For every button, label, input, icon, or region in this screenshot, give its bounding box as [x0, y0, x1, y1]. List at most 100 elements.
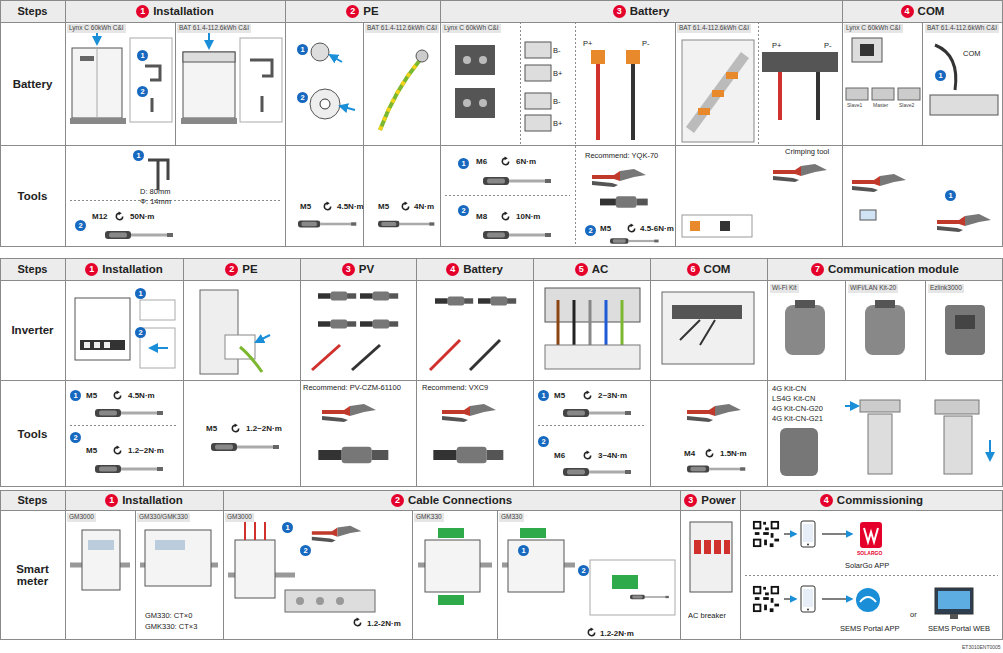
label-text: or — [910, 611, 917, 619]
callout-number: 2 — [538, 436, 549, 447]
step-title: Tools — [18, 190, 48, 202]
step-title: Installation — [153, 5, 214, 17]
label-text: 4G Kit-CN-G21 — [772, 415, 823, 423]
meter-steps-use — [312, 526, 362, 543]
inverter-steps-path — [240, 347, 262, 372]
inverter-steps-line — [621, 300, 624, 345]
inverter-steps-rect — [662, 292, 754, 364]
meter-steps-circle — [856, 588, 880, 612]
step-header: 3Battery — [440, 0, 842, 22]
model-tag: Lynx C 60kWh C&I — [844, 24, 903, 33]
inverter-steps-use — [318, 319, 356, 328]
battery-installation-rect — [70, 118, 126, 124]
inverter-steps-rect — [75, 298, 130, 360]
battery-tools-use — [298, 221, 356, 228]
battery-cables-rect — [698, 108, 710, 115]
meter-steps-rect — [82, 530, 120, 590]
label-text: M8 — [476, 213, 487, 221]
label-text: COM — [963, 50, 981, 58]
step-number: 2 — [225, 263, 238, 276]
inverter-steps-line — [589, 300, 592, 345]
step-title: Tools — [18, 428, 48, 440]
table-grid-g-line — [65, 0, 66, 247]
battery-installation-rect — [183, 52, 235, 62]
meter-steps-path — [864, 528, 878, 542]
model-tag: GM330/GMK330 — [137, 513, 190, 522]
step-header: 2Cable Connections — [223, 490, 680, 510]
inverter-tools-use — [114, 390, 120, 398]
step-title: Steps — [18, 263, 48, 275]
inverter-steps-path — [470, 340, 500, 370]
callout-number: 1 — [297, 44, 308, 55]
battery-cables — [455, 40, 838, 237]
meter-steps-rect — [612, 575, 638, 589]
meter-steps-rect — [438, 595, 464, 605]
inverter-tools-use — [95, 409, 163, 417]
step-title: Installation — [122, 494, 183, 506]
meter-steps-rect — [950, 614, 958, 619]
battery-cables-path — [690, 55, 745, 130]
step-header: 2PE — [285, 0, 440, 22]
table-grid-g-line — [0, 510, 1003, 511]
model-tag: BAT 61.4-112.6kWh C&I — [677, 24, 751, 33]
inverter-steps-rect — [84, 342, 90, 348]
battery-com-use — [852, 174, 906, 192]
label-text: 1.5N·m — [720, 450, 747, 458]
inverter-steps-line — [256, 335, 270, 342]
callout-number: 2 — [458, 205, 469, 216]
label-text: B+ — [553, 120, 562, 128]
callout-number: 2 — [297, 92, 308, 103]
label-text: 3~4N·m — [598, 452, 627, 460]
inverter-steps-path — [430, 340, 460, 370]
battery-tools-use — [502, 211, 508, 219]
inverter-tools-use — [211, 443, 279, 451]
label-text: 4.5N·m — [337, 203, 364, 211]
callout-number: 2 — [135, 327, 146, 338]
step-title: Inverter — [11, 324, 53, 336]
table-grid-g-line — [300, 258, 301, 487]
table-grid-g-line — [0, 22, 1003, 23]
meter-steps-use — [752, 585, 780, 613]
inverter-tools-rect — [944, 416, 972, 474]
meter-steps-rect — [690, 522, 732, 592]
meter-steps — [70, 520, 973, 636]
battery-cables-rect — [682, 215, 752, 237]
battery-tools-use — [402, 201, 408, 209]
battery-tools-use — [483, 177, 551, 185]
battery-tools-use — [116, 211, 122, 219]
inverter-tools-use — [687, 404, 741, 422]
model-tag: BAT 61.4-112.6kWh C&I — [925, 24, 999, 33]
label-text: P- — [824, 42, 832, 50]
callout-number: 2 — [585, 225, 596, 236]
meter-steps-path — [245, 522, 265, 540]
battery-cables-rect — [712, 90, 724, 97]
label-text: 1.2-2N·m — [600, 630, 634, 638]
table-grid-g-line — [758, 22, 759, 145]
battery-cables-rect — [762, 52, 838, 72]
label-text: Slave2 — [899, 103, 914, 108]
label-text: 1.2~2N·m — [128, 447, 164, 455]
model-tag: GM3000 — [225, 513, 254, 522]
row-header: Tools — [0, 380, 65, 487]
inverter-tools-use — [318, 447, 388, 464]
model-tag: Wi-Fi Kit — [770, 284, 799, 293]
step-title: PE — [363, 5, 378, 17]
callout-number: 2 — [137, 86, 148, 97]
step-number: 3 — [684, 494, 697, 507]
table-grid-g-line — [925, 280, 926, 380]
table-grid-g-line — [175, 22, 176, 145]
label-text: SEMS Portal WEB — [928, 625, 990, 633]
label-text: P- — [642, 40, 650, 48]
battery-com-rect — [872, 88, 894, 100]
battery-tools-use — [502, 156, 508, 164]
meter-steps-line — [822, 533, 852, 535]
label-text: M12 — [92, 213, 108, 221]
callout-number: 1 — [538, 390, 549, 401]
battery-tools-use — [378, 221, 434, 228]
step-title: Steps — [18, 5, 48, 17]
meter-steps-circle — [316, 597, 324, 605]
battery-installation-line — [208, 30, 210, 48]
label-text: 4G Kit-CN-G20 — [772, 405, 823, 413]
